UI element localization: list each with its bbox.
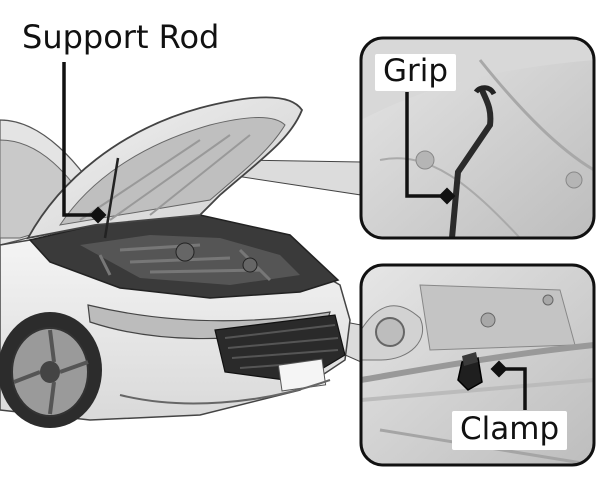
- clamp-leader-tip: [490, 360, 508, 378]
- grip-rod: [449, 88, 494, 238]
- engine-bay: [28, 214, 340, 299]
- clamp-leader: [499, 367, 527, 410]
- clamp-label: Clamp: [452, 411, 568, 450]
- open-hood: [26, 96, 304, 240]
- grip-leader: [405, 92, 447, 198]
- support-rod: [103, 157, 120, 239]
- grip-label: Grip: [375, 54, 457, 91]
- support-rod-leader: [62, 62, 98, 217]
- support-rod-leader-tip: [89, 206, 107, 224]
- support-rod-label: Support Rod: [22, 18, 220, 56]
- grip-leader-tip: [438, 187, 456, 205]
